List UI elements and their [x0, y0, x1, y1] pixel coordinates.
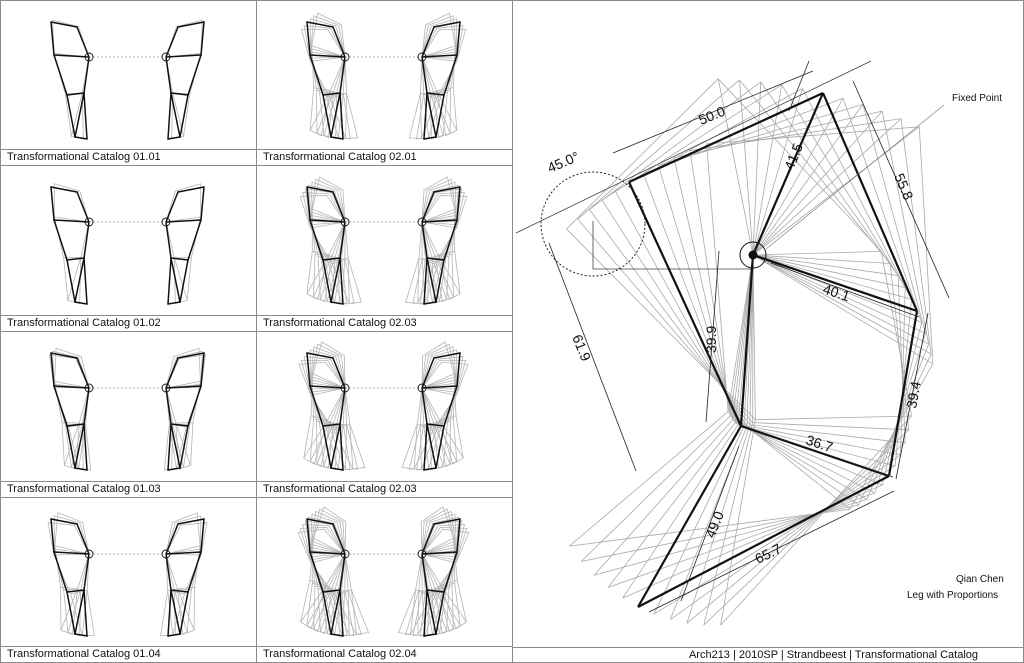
panel-caption: Transformational Catalog 01.01 [1, 149, 256, 165]
catalog-panel-7: Transformational Catalog 01.04 [0, 497, 257, 663]
catalog-panel-2: Transformational Catalog 02.01 [256, 0, 513, 166]
catalog-panel-4: Transformational Catalog 02.03 [256, 165, 513, 332]
dimension-label: 49.0 [702, 509, 727, 540]
panel-drawing [300, 12, 467, 140]
catalog-panel-5: Transformational Catalog 01.03 [0, 331, 257, 498]
sheet-footer: Arch213 | 2010SP | Strandbeest | Transfo… [513, 647, 1023, 662]
catalog-panel-1: Transformational Catalog 01.01 [0, 0, 257, 166]
author-label: Qian Chen [956, 574, 1004, 585]
catalog-panel-8: Transformational Catalog 02.04 [256, 497, 513, 663]
dimension-label: 55.8 [891, 171, 916, 203]
crank-circle [540, 171, 646, 277]
panel-drawing [298, 341, 469, 471]
dimension-label: 39.4 [903, 380, 924, 410]
leg-detail-drawing: 45.0° 50.0 41.5 55.8 40.1 39.9 61.9 39.4… [515, 60, 950, 626]
panel-drawing [297, 506, 470, 637]
panel-caption: Transformational Catalog 02.03 [257, 315, 512, 331]
dimension-label: 36.7 [804, 432, 835, 456]
fixed-point-marker [739, 104, 945, 269]
subtitle-label: Leg with Proportions [907, 590, 999, 601]
panel-caption: Transformational Catalog 01.02 [1, 315, 256, 331]
dimension-label: 39.9 [703, 326, 719, 353]
panel-caption: Transformational Catalog 01.03 [1, 481, 256, 497]
ghost-positions [566, 78, 934, 626]
panel-drawing [49, 347, 206, 471]
leg-linkage [628, 92, 919, 608]
panel-caption: Transformational Catalog 02.03 [257, 481, 512, 497]
leg-detail-panel: 45.0° 50.0 41.5 55.8 40.1 39.9 61.9 39.4… [512, 0, 1024, 663]
dimension-label: 61.9 [569, 332, 594, 363]
angle-label: 45.0° [545, 148, 581, 176]
panel-drawing [50, 19, 205, 140]
panel-drawing [299, 176, 468, 305]
catalog-panel-3: Transformational Catalog 01.02 [0, 165, 257, 332]
dimension-label: 50.0 [696, 103, 727, 128]
panel-caption: Transformational Catalog 02.04 [257, 646, 512, 662]
dimension-lines [548, 60, 950, 613]
catalog-panel-6: Transformational Catalog 02.03 [256, 331, 513, 498]
panel-drawing [47, 512, 208, 637]
panel-caption: Transformational Catalog 02.01 [257, 149, 512, 165]
dimension-label: 40.1 [821, 281, 852, 305]
fixed-point-label: Fixed Point [952, 93, 1003, 104]
panel-caption: Transformational Catalog 01.04 [1, 646, 256, 662]
panel-drawing [50, 183, 205, 305]
